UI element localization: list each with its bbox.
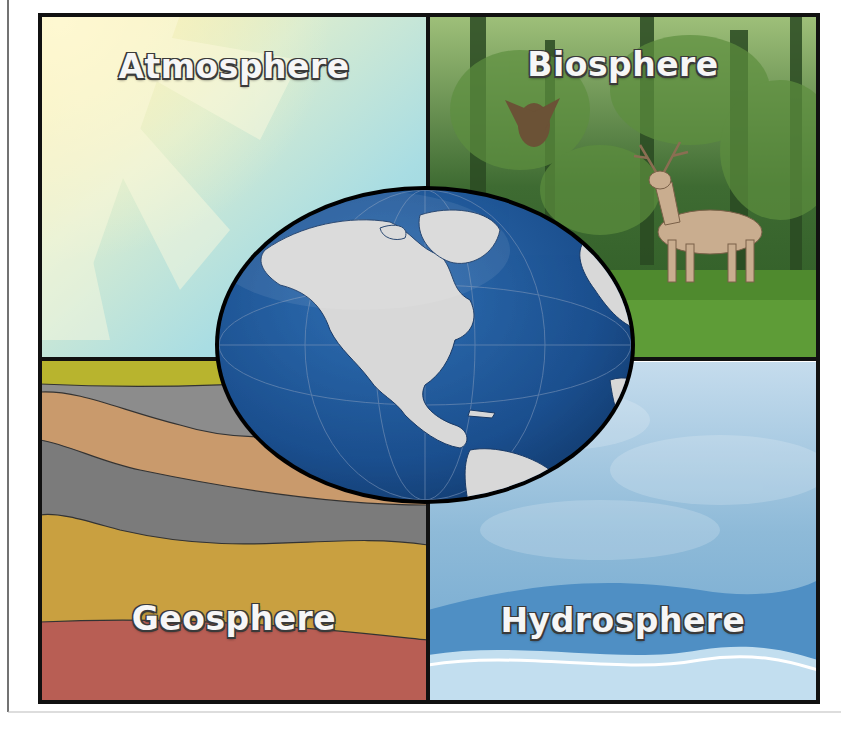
sphere-label: Biosphere: [430, 45, 816, 84]
hydrosphere-panel: Hydrosphere: [430, 361, 816, 700]
biosphere-panel: Biosphere: [430, 17, 816, 357]
sphere-label: Geosphere: [42, 599, 426, 638]
geosphere-panel: Geosphere: [42, 361, 426, 700]
sphere-label: Atmosphere: [42, 47, 426, 86]
sphere-label: Hydrosphere: [430, 601, 816, 640]
atmosphere-panel: Atmosphere: [42, 17, 426, 357]
